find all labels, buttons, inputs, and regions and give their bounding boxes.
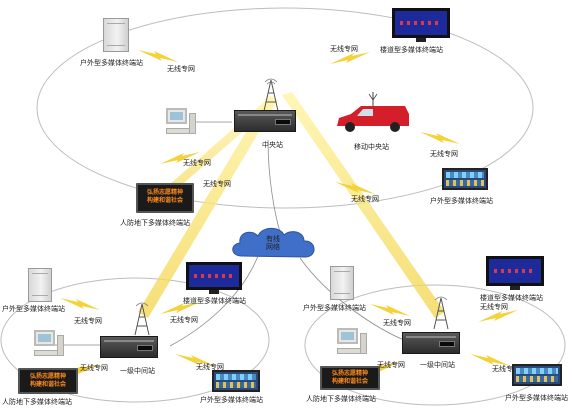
mobile-center-label: 移动中央站 [354,143,389,151]
wireless-link-label: 无线专网 [480,303,508,311]
wireless-link-label: 无线专网 [196,363,224,371]
led-sign-icon: 弘扬志愿精神 构建和谐社会 [136,183,194,213]
wireless-bolt-icon [160,152,200,164]
center-station-label: 中央站 [262,141,283,149]
outdoor-terminal-bottom-label: 户外型多媒体终端站 [200,396,263,404]
primary-station-label: 一级中间站 [420,361,455,369]
led-text-line: 构建和谐社会 [29,381,66,389]
wireless-bolt-icon [175,354,215,366]
outdoor-terminal-right-label: 户外型多媒体终端站 [430,197,493,205]
wireless-link-label: 无线专网 [383,319,411,327]
air-defense-terminal-label: 人防地下多媒体终端站 [306,395,376,403]
air-defense-terminal-label: 人防地下多媒体终端站 [2,398,72,406]
wireless-link-label: 无线专网 [74,317,102,325]
relay-server-icon [100,336,158,358]
wireless-bolt-icon [370,304,410,316]
corridor-terminal-label: 楼道型多媒体终端站 [480,294,543,302]
antenna-tower-icon [263,78,279,112]
outdoor-kiosk-icon [512,364,562,386]
outdoor-cabinet-icon [103,18,129,52]
corridor-screen-icon [486,256,544,290]
outdoor-terminal-label: 户外型多媒体终端站 [303,304,366,312]
cloud-label-line: 网络 [266,243,280,252]
outdoor-cabinet-icon [28,268,52,302]
led-text-line: 弘扬志愿精神 [146,189,183,196]
central-network-ellipse [36,7,534,209]
wireless-link-label: 无线专网 [430,150,458,158]
relay-server-icon [402,332,460,354]
mobile-vehicle-icon [337,92,409,132]
led-text-line: 弘扬志愿精神 [331,370,368,377]
wireless-link-label: 无线专网 [167,65,195,73]
computer-icon [337,328,367,354]
outdoor-kiosk-icon [212,370,260,392]
cloud-label-line: 有线 [266,235,280,243]
air-defense-terminal-label: 人防地下多媒体终端站 [120,219,190,227]
wireless-bolt-icon [478,310,518,322]
wireless-link-label: 无线专网 [80,364,108,372]
wireless-link-label: 无线专网 [183,159,211,167]
led-sign-icon: 弘扬志愿精神 构建和谐社会 [320,366,380,390]
beam-to-left-station [138,95,278,318]
wireless-bolt-icon [160,302,200,314]
primary-station-label: 一级中间站 [120,367,155,375]
wired-link-center [267,139,281,233]
corridor-screen-icon [186,262,242,294]
computer-icon [34,330,64,356]
corridor-terminal-label: 楼道型多媒体终端站 [183,297,246,305]
right-network-ellipse [304,284,566,406]
wired-link-right [299,257,405,341]
led-text-line: 构建和谐社会 [146,197,183,205]
left-network-ellipse [0,277,270,403]
wireless-link-label: 无线专网 [377,361,405,369]
wireless-bolt-icon [138,50,178,62]
outdoor-terminal-label: 户外型多媒体终端站 [2,305,65,313]
outdoor-cabinet-icon [330,266,354,300]
wireless-bolt-icon [60,298,100,310]
wireless-bolt-icon [470,354,510,366]
led-sign-icon: 弘扬志愿精神 构建和谐社会 [18,368,78,394]
wireless-bolt-icon [330,52,370,64]
beam-to-right-station [282,92,445,318]
led-text-line: 弘扬志愿精神 [29,373,66,380]
cloud-icon [232,227,315,258]
central-server-icon [234,110,296,132]
outdoor-terminal-label: 户外型多媒体终端站 [80,59,143,67]
wireless-link-label: 无线专网 [203,180,231,188]
antenna-tower-icon [433,296,449,330]
outdoor-terminal-bottom-label: 户外型多媒体终端站 [505,394,568,402]
led-text-line: 构建和谐社会 [331,378,368,386]
antenna-tower-icon [134,302,150,336]
corridor-screen-icon [392,8,450,42]
wireless-link-label: 无线专网 [351,195,379,203]
wireless-bolt-icon [420,132,460,144]
wired-link-left [169,255,259,347]
cloud-label: 有线 网络 [258,235,288,251]
computer-icon [166,108,196,134]
wireless-link-label: 无线专网 [330,45,358,53]
wireless-link-label: 无线专网 [492,365,520,373]
wireless-bolt-icon [335,182,375,194]
corridor-terminal-label: 楼道型多媒体终端站 [380,46,443,54]
wireless-link-label: 无线专网 [170,316,198,324]
outdoor-kiosk-icon [442,168,488,190]
